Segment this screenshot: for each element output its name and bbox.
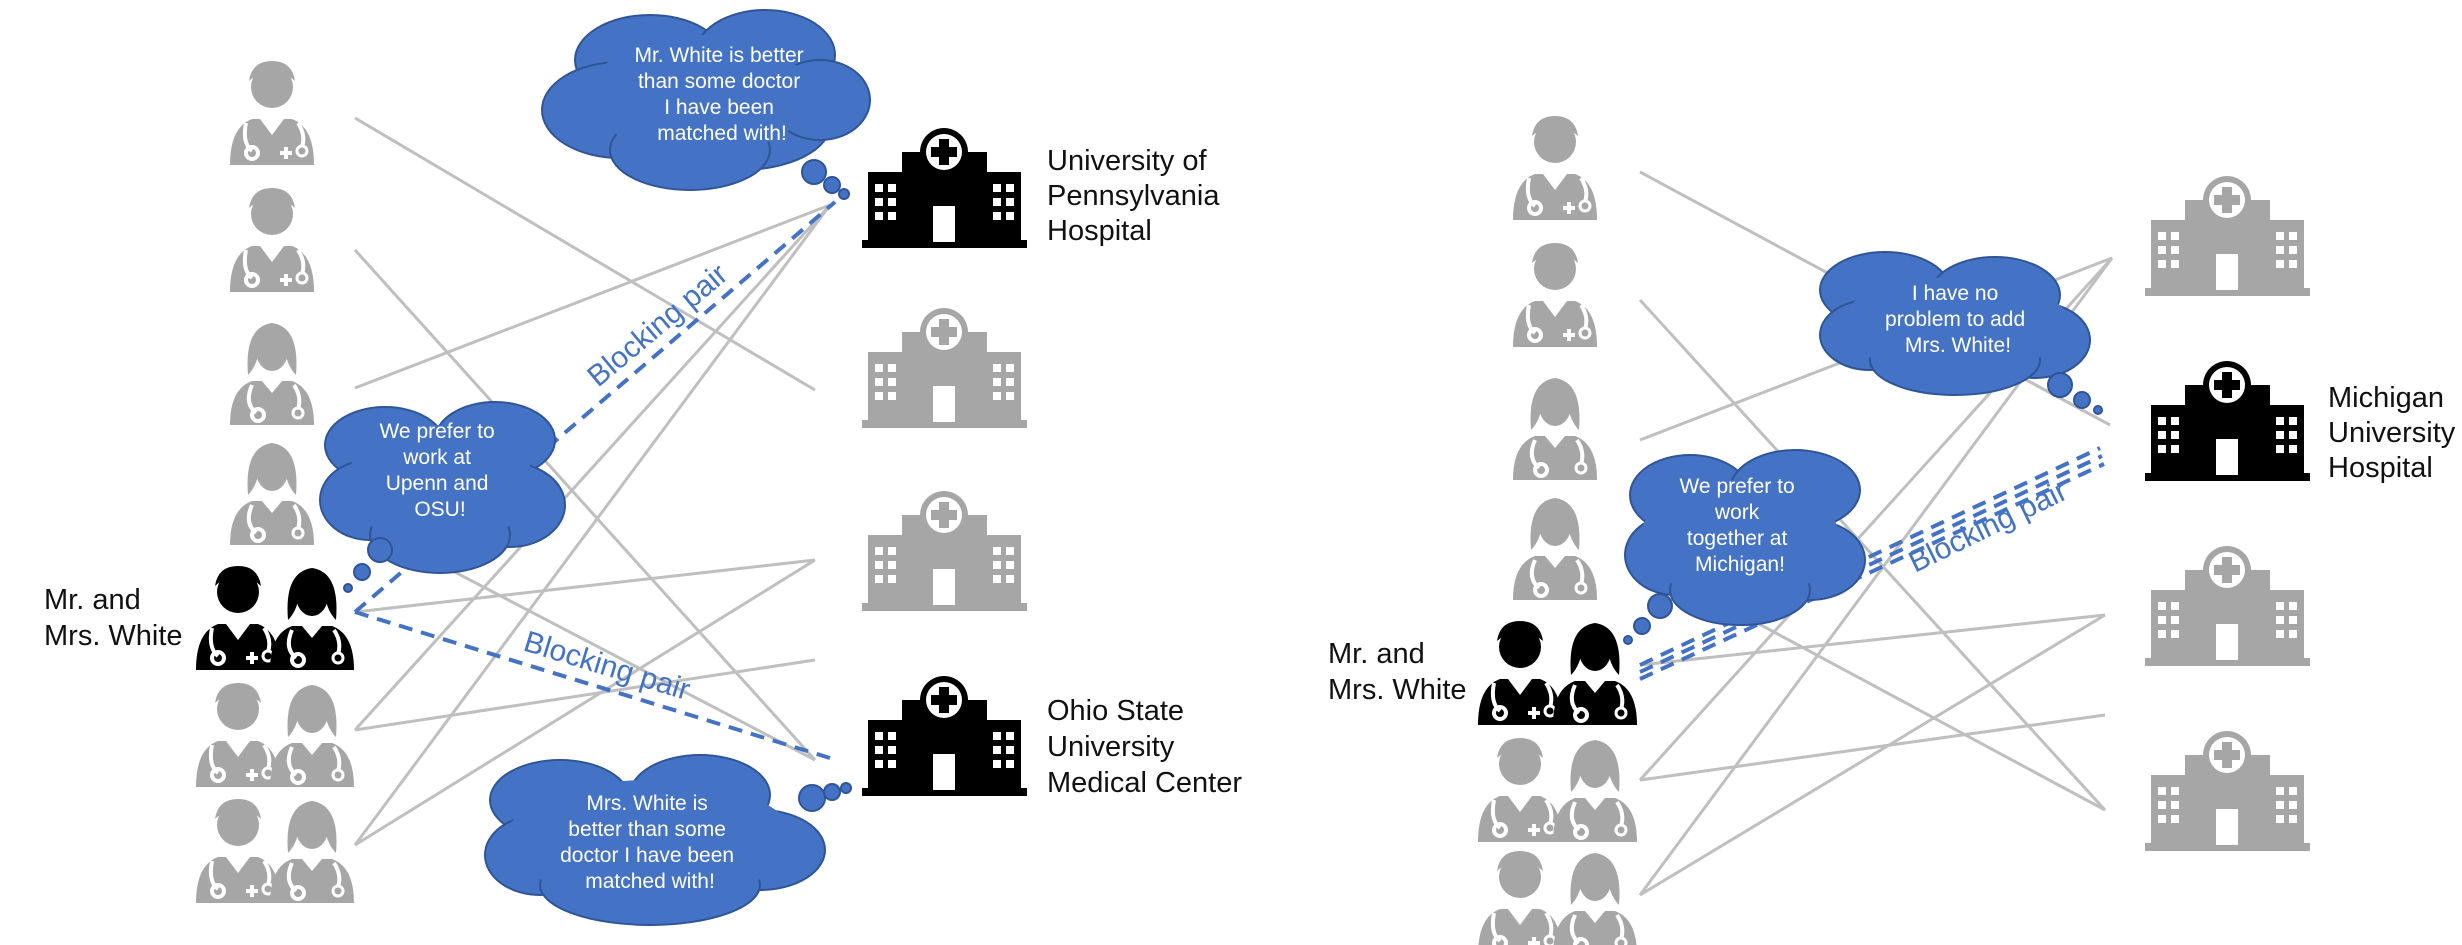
doctor-female-icon	[1511, 496, 1599, 602]
cloud-text-penn: Mr. White is better than some doctor I h…	[634, 44, 809, 145]
cloud-text-michigan: I have no problem to add Mrs. White!	[1885, 282, 2031, 357]
cloud-text-osu: Mrs. White is better than some doctor I …	[560, 792, 740, 893]
doctor-female-icon	[228, 441, 316, 547]
doctor-female-icon	[228, 321, 316, 427]
couple-label-left: Mr. and Mrs. White	[44, 584, 183, 652]
hospital-icon-michigan	[2145, 361, 2310, 481]
doctor-couple-icon	[194, 797, 356, 905]
hospital-label-penn: University of Pennsylvania Hospital	[1047, 145, 1228, 247]
hospital-icon-penn	[862, 128, 1027, 248]
doctor-couple-icon-white	[194, 564, 356, 672]
doctor-female-icon	[1511, 376, 1599, 482]
doctor-couple-icon	[1476, 849, 1639, 945]
hospital-label-michigan: Michigan University Hospital	[2328, 382, 2462, 484]
hospital-icon	[862, 491, 1027, 611]
doctor-male-icon	[228, 59, 316, 167]
thought-cloud-icon-penn	[541, 9, 871, 200]
hospital-icon-osu	[862, 676, 1027, 796]
doctor-male-icon	[1511, 114, 1599, 222]
blocking-pair-label-upper: Blocking pair	[581, 258, 734, 394]
left-panel: Blocking pair Blocking pair Mr. and Mrs.…	[44, 9, 1242, 926]
doctor-couple-icon-white	[1476, 619, 1639, 727]
hospital-label-osu: Ohio State University Medical Center	[1047, 695, 1242, 799]
couple-label-right: Mr. and Mrs. White	[1328, 638, 1467, 706]
cloud-text-couple-left: We prefer to work at Upenn and OSU!	[379, 420, 500, 521]
hospital-icon	[862, 308, 1027, 428]
thought-cloud-icon-osu	[484, 754, 852, 926]
thought-cloud-icon-couple-left	[319, 401, 566, 593]
hospital-icon	[2145, 546, 2310, 666]
doctor-couple-icon	[194, 681, 356, 789]
right-panel: Blocking pair Mr. and Mrs. White Michiga…	[1328, 114, 2462, 945]
right-blocking-lines	[1639, 446, 2105, 681]
hospital-icon	[2145, 731, 2310, 851]
blocking-pair-label-right: Blocking pair	[1904, 474, 2073, 579]
hospital-icon	[2145, 176, 2310, 296]
doctor-male-icon	[1511, 241, 1599, 349]
doctor-male-icon	[228, 186, 316, 294]
thought-cloud-icon-michigan	[1819, 251, 2103, 415]
cloud-text-couple-right: We prefer to work together at Michigan!	[1679, 475, 1800, 576]
doctor-couple-icon	[1476, 736, 1639, 844]
thought-cloud-icon-couple-right	[1623, 449, 1866, 645]
blocking-pair-label-lower: Blocking pair	[520, 625, 694, 707]
